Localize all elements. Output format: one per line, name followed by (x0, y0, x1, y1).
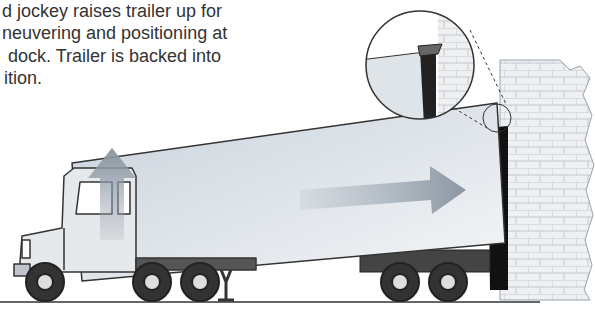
dock-wall (500, 60, 594, 300)
detail-marker (483, 104, 511, 132)
caption-line: dock. Trailer is backed into (8, 45, 221, 67)
caption-line: neuvering and positioning at (2, 22, 227, 44)
ground-line (0, 301, 540, 303)
truck-cab (14, 168, 256, 276)
up-arrow (88, 148, 136, 240)
trailer-body (72, 103, 505, 281)
caption-line: ition. (4, 67, 42, 89)
caption-line: d jockey raises trailer up for (2, 0, 222, 22)
wheels (26, 263, 467, 301)
right-arrow (300, 166, 466, 214)
detail-circle (366, 11, 474, 119)
detail-view (360, 11, 478, 125)
